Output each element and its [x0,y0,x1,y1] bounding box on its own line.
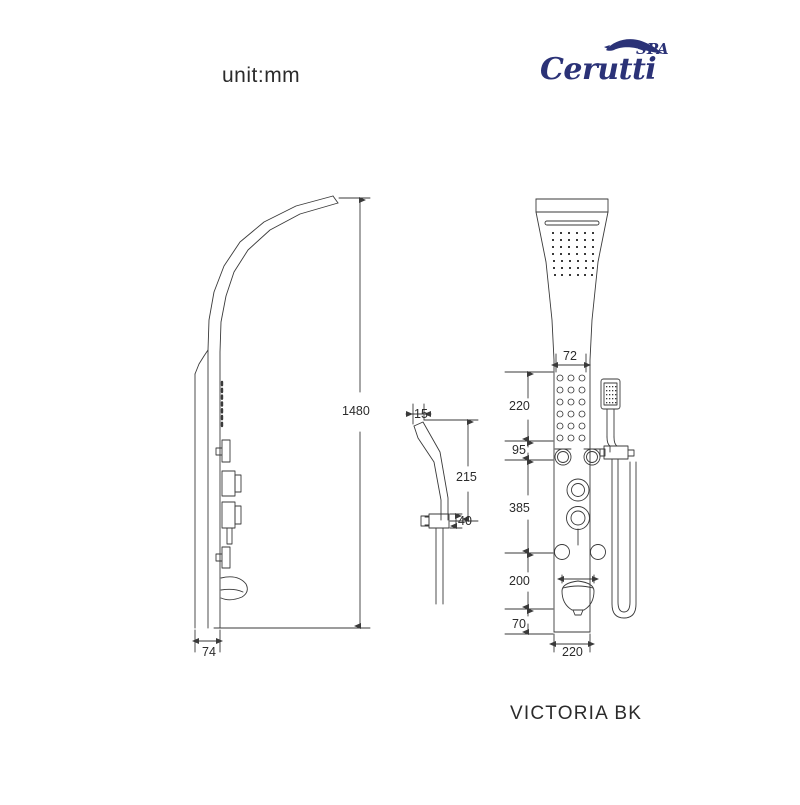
rainhead-nozzle-grid [552,232,594,276]
dim-height-1480 [213,197,371,629]
dim-label-panel-width: 220 [562,645,583,659]
dim-label-base-height: 70 [512,617,526,631]
dim-hand-bracket-40 [449,513,463,529]
side-elevation-body [194,195,339,629]
front-elevation-body [535,198,609,633]
dim-label-spout-zone: 200 [509,574,530,588]
dim-spout-width [557,574,599,584]
dim-label-jet-panel-height: 220 [509,399,530,413]
side-spout [220,576,248,601]
dim-label-jet-column-width: 72 [563,349,577,363]
side-upper-jet [215,439,231,463]
front-mixer-knob [566,506,590,546]
side-diverter-knob [221,470,242,497]
dim-label-jets-to-knobs: 95 [512,443,526,457]
dim-hand-width-15 [405,403,432,425]
bird-icon [604,39,664,54]
brand-logo: Cerutti SPA [540,34,680,96]
dim-depth-74 [192,629,223,653]
model-name: VICTORIA BK [510,703,643,724]
front-lower-jets [554,544,606,560]
dim-front-width-220 [549,633,595,653]
side-mixer-knob [221,501,242,545]
front-diverter-knob [566,478,590,502]
front-upper-jets [554,448,601,466]
handshower-detail-body [413,421,450,605]
front-handshower-dots [606,386,617,404]
body-jet-grid [556,374,586,442]
front-wall-bracket [599,445,635,460]
dim-hand-length-215 [423,419,479,522]
dim-label-control-zone: 385 [509,501,530,515]
waterfall-slot [544,220,600,226]
front-tub-spout [561,580,595,616]
dim-label-height-overall: 1480 [342,404,370,418]
unit-note: unit:mm [222,64,301,87]
front-hose-loop [611,458,637,619]
dim-label-hand-bracket: 40 [458,514,472,528]
dim-label-depth-overall: 74 [202,645,216,659]
dim-label-hand-length: 215 [456,470,477,484]
dim-front-72 [551,353,591,373]
brand-wordmark: Cerutti [540,52,657,87]
dim-label-hand-width: 15 [414,407,428,421]
side-lower-jet [215,546,231,569]
brand-suffix: SPA [636,40,669,58]
front-handshower [600,378,621,453]
